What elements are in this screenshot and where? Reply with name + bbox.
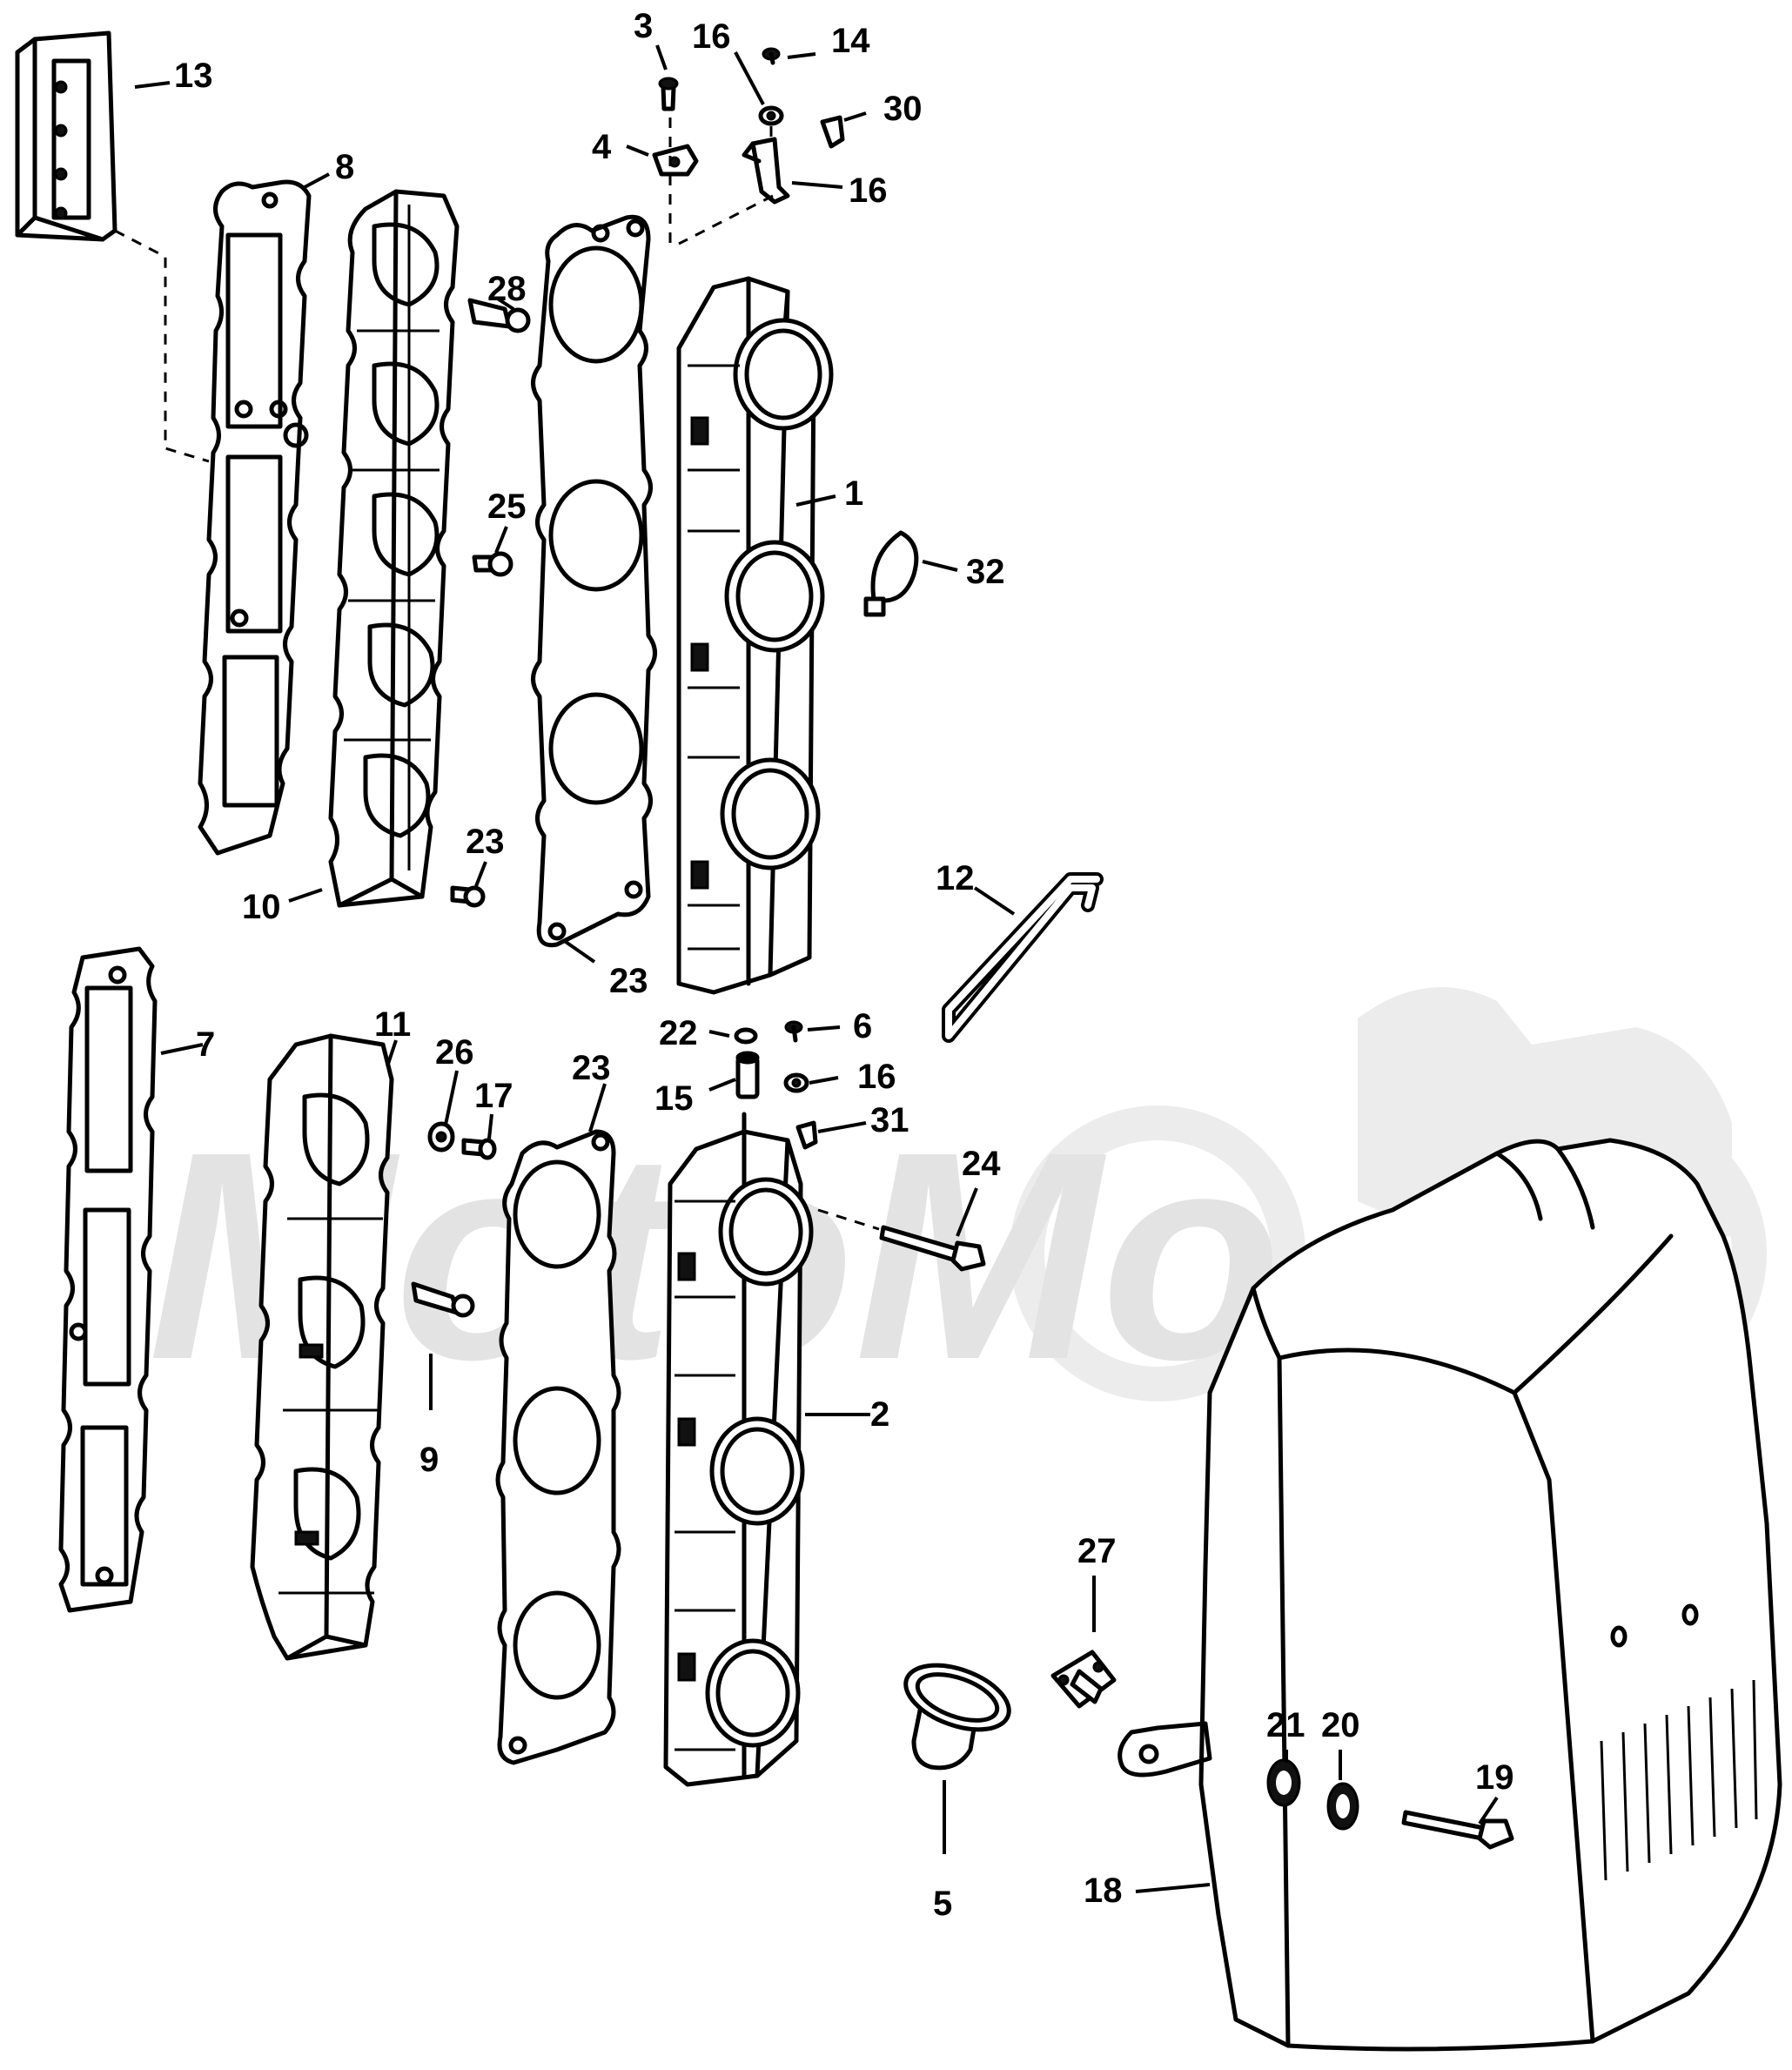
callout-16-lower: 16 [857, 1058, 896, 1096]
part-7-gasket [58, 946, 158, 1613]
callout-1: 1 [844, 474, 863, 513]
callout-23-upper: 23 [609, 962, 648, 1000]
part-5-sleeve [903, 1663, 1011, 1771]
callout-16-top: 16 [692, 17, 731, 56]
part-24-oring [734, 1027, 758, 1045]
part-1-manifold [676, 276, 834, 995]
part-25-screw [450, 885, 486, 908]
callout-12: 12 [936, 859, 975, 897]
callout-14: 14 [831, 22, 870, 60]
callout-6: 6 [853, 1007, 872, 1045]
part-13-cover [15, 30, 117, 242]
part-27-screw [472, 551, 513, 577]
part-15-sleeve [735, 1051, 760, 1099]
part-10-plenum [328, 189, 460, 908]
callout-32: 32 [966, 553, 1005, 591]
part-14-screw [762, 47, 781, 65]
callout-27: 25 [487, 487, 527, 526]
part-6-screw [784, 1020, 803, 1043]
part-28-nut [427, 1121, 455, 1153]
callout-11: 11 [374, 1005, 411, 1044]
part-20-bolt [1401, 1810, 1514, 1850]
part-21-seal [1326, 1782, 1359, 1831]
callout-30: 28 [487, 270, 527, 308]
part-4-bracket [652, 144, 699, 177]
callout-20: 19 [1475, 1758, 1514, 1797]
part-26-bolt [879, 1225, 986, 1272]
part-9-fitting [411, 1281, 475, 1318]
callout-5: 5 [933, 1885, 952, 1923]
callout-13: 13 [174, 57, 213, 95]
callout-3: 3 [634, 7, 653, 45]
part-3-screw [658, 77, 679, 111]
part-16-washer-lower [783, 1072, 809, 1093]
part-31-plug-lower [795, 1120, 818, 1150]
part-30-fitting [467, 298, 531, 333]
leader-lines [134, 44, 1499, 1893]
part-12-tube [942, 872, 1104, 1043]
part-11-plenum [250, 1033, 394, 1661]
callout-31-lower: 31 [870, 1101, 909, 1139]
callout-29: 27 [1077, 1532, 1117, 1570]
callout-7: 7 [196, 1025, 215, 1064]
callout-9: 9 [419, 1441, 439, 1479]
callout-31-top: 30 [883, 90, 923, 128]
callout-8: 8 [335, 148, 354, 186]
part-2-manifold [663, 1112, 814, 1787]
callout-19: 18 [1084, 1872, 1123, 1910]
part-18-screw [461, 1138, 497, 1160]
part-23-upper-gasket [531, 214, 657, 948]
callout-15: 15 [654, 1079, 694, 1118]
callout-18: 17 [474, 1077, 513, 1115]
callout-22: 21 [1266, 1706, 1305, 1744]
callout-24: 22 [659, 1014, 698, 1052]
part-8-gasket [198, 179, 312, 856]
callout-21: 20 [1321, 1706, 1360, 1744]
part-16-washer [758, 105, 784, 126]
callout-25: 23 [466, 823, 505, 861]
part-29-fitting [1050, 1650, 1117, 1709]
callout-4: 4 [592, 128, 612, 166]
part-17-bracket [742, 137, 790, 205]
callout-2: 2 [870, 1395, 889, 1434]
callout-10: 10 [242, 888, 281, 926]
callout-23-lower: 23 [572, 1049, 611, 1087]
callout-labels: 13 8 3 16 14 30 4 16 28 1 32 25 23 10 23… [174, 7, 1514, 1923]
part-32-clamp [863, 530, 919, 617]
callout-17: 16 [849, 171, 888, 210]
part-31-plug [820, 115, 845, 149]
part-23-lower-gasket [495, 1129, 621, 1765]
part-22-seal [1266, 1758, 1301, 1807]
callout-28: 26 [435, 1033, 474, 1072]
callout-26: 24 [962, 1145, 1001, 1183]
